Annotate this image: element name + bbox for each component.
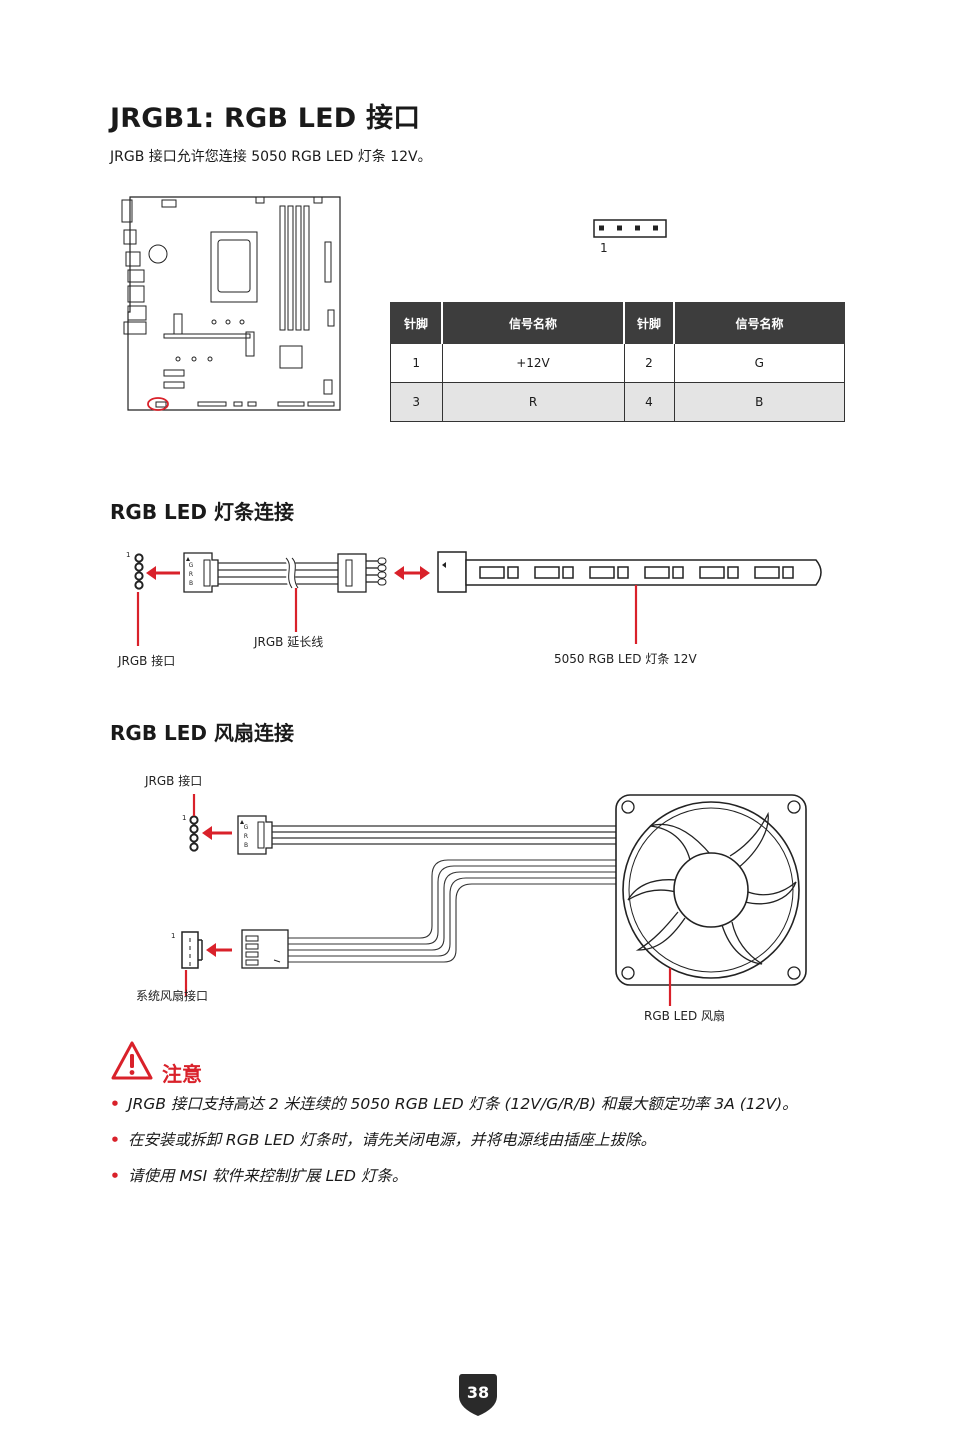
notice-text: 在安装或拆卸 RGB LED 灯条时，请先关闭电源，并将电源线由插座上拔除。 — [128, 1131, 657, 1149]
list-item: •在安装或拆卸 RGB LED 灯条时，请先关闭电源，并将电源线由插座上拔除。 — [110, 1131, 657, 1149]
header-pin: 针脚 — [390, 302, 443, 344]
fan-label-jrgb: JRGB 接口 — [145, 774, 203, 788]
list-item: •JRGB 接口支持高达 2 米连续的 5050 RGB LED 灯条 (12V… — [110, 1095, 798, 1113]
fan-connection-diagram — [181, 794, 807, 1006]
fan-label-sysfan: 系统风扇接口 — [136, 989, 209, 1003]
fan-label-fan: RGB LED 风扇 — [644, 1009, 726, 1023]
strip-connection-diagram — [134, 551, 822, 646]
notice-text: 请使用 MSI 软件来控制扩展 LED 灯条。 — [128, 1167, 408, 1185]
page-badge-icon — [459, 1374, 497, 1416]
plug-letter: B — [188, 580, 194, 587]
table-cell: 2 — [623, 343, 675, 383]
notice-list: •JRGB 接口支持高达 2 米连续的 5050 RGB LED 灯条 (12V… — [110, 1092, 850, 1200]
plug-letter: G — [243, 824, 249, 831]
table-cell: +12V — [441, 343, 625, 383]
table-row: 1 +12V 2 G — [390, 343, 845, 383]
intro-text: JRGB 接口允许您连接 5050 RGB LED 灯条 12V。 — [110, 149, 432, 165]
fan-section-title: RGB LED 风扇连接 — [110, 721, 294, 745]
table-cell: R — [441, 382, 625, 422]
plug-letter: R — [243, 833, 249, 840]
table-cell: B — [673, 382, 845, 422]
jrgb-highlight — [147, 397, 169, 411]
page-title: JRGB1: RGB LED 接口 — [110, 103, 421, 134]
fan-header-pin1-marker: 1 — [171, 932, 176, 940]
plug-letter: B — [243, 842, 249, 849]
header-pin: 针脚 — [623, 302, 675, 344]
strip-label-cable: JRGB 延长线 — [254, 635, 324, 649]
strip-section-title: RGB LED 灯条连接 — [110, 500, 294, 524]
table-cell: 4 — [623, 382, 675, 422]
motherboard-diagram — [121, 196, 341, 411]
notice-text: JRGB 接口支持高达 2 米连续的 5050 RGB LED 灯条 (12V/… — [128, 1095, 798, 1113]
table-cell: 1 — [390, 343, 443, 383]
strip-pin1-marker: 1 — [126, 551, 131, 559]
strip-label-led: 5050 RGB LED 灯条 12V — [554, 652, 697, 666]
header-signal: 信号名称 — [441, 302, 625, 344]
strip-label-header: JRGB 接口 — [118, 654, 176, 668]
notice-title: 注意 — [162, 1062, 202, 1086]
warning-icon — [111, 1041, 153, 1080]
table-row: 3 R 4 B — [390, 382, 845, 422]
pin-table: 针脚 信号名称 针脚 信号名称 1 +12V 2 G 3 R 4 B — [390, 302, 845, 422]
plug-letter: R — [188, 571, 194, 578]
list-item: •请使用 MSI 软件来控制扩展 LED 灯条。 — [110, 1167, 408, 1185]
fan-rgb-pin1-marker: 1 — [182, 814, 187, 822]
table-cell: 3 — [390, 382, 443, 422]
header-signal: 信号名称 — [673, 302, 845, 344]
table-cell: G — [673, 343, 845, 383]
pin-header-diagram — [593, 219, 667, 238]
plug-letter: G — [188, 562, 194, 569]
page-number: 38 — [466, 1383, 490, 1402]
pin1-marker: 1 — [600, 241, 608, 255]
